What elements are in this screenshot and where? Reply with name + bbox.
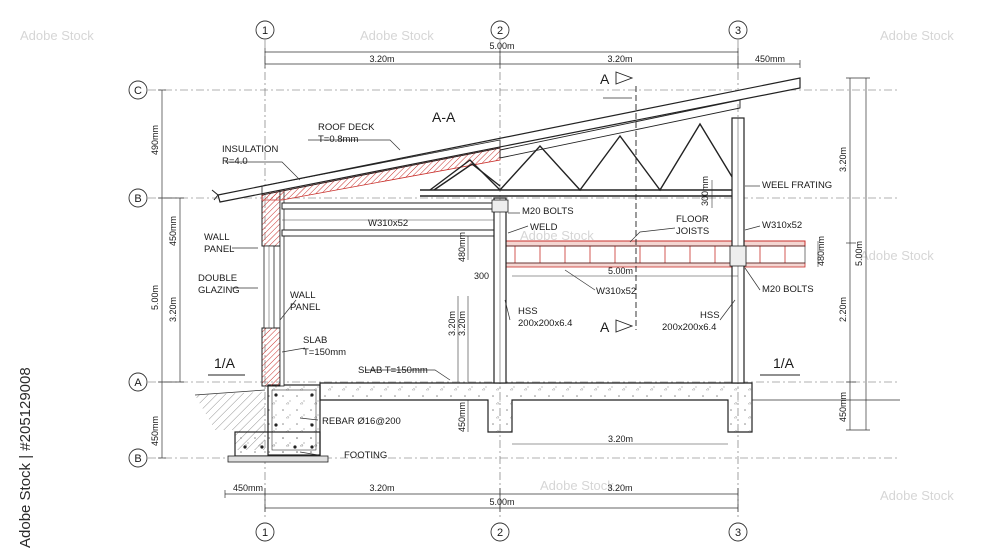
bottom-dimensions: [224, 488, 739, 512]
double-glazing-label: DOUBLE: [198, 273, 237, 284]
dim-top-overhang: 450mm: [755, 54, 785, 64]
hss-right-label: HSS: [700, 310, 720, 321]
insulation-label: INSULATION: [222, 144, 278, 155]
dim-beam-480-right: 480mm: [816, 236, 826, 266]
columns: [491, 117, 747, 384]
weld-label: WELD: [530, 222, 558, 233]
double-glazing-label-2: GLAZING: [198, 285, 240, 296]
m20-bolts-right-label: M20 BOLTS: [762, 284, 814, 295]
watermark-logo: Adobe Stock: [520, 228, 594, 243]
watermark-logo: Adobe Stock: [540, 478, 614, 493]
grid-label-2-top: 2: [497, 25, 503, 37]
watermark-logo: Adobe Stock: [880, 28, 954, 43]
floor-slab-label: SLAB T=150mm: [358, 365, 428, 376]
cut-label-left: 1/A: [214, 355, 236, 371]
grid-label-a: A: [134, 377, 142, 389]
m20-bolts-top-label: M20 BOLTS: [522, 206, 574, 217]
grid-label-3-top: 3: [735, 25, 741, 37]
grid-label-c: C: [134, 85, 142, 97]
watermark-logo: Adobe Stock: [20, 28, 94, 43]
floor-joists: [504, 240, 806, 268]
slab-thickness: T=150mm: [303, 347, 346, 358]
dim-col-320-b: 3.20m: [457, 311, 467, 336]
wall-panel-top-label-2: PANEL: [204, 244, 234, 255]
grid-label-2-bottom: 2: [497, 527, 503, 539]
dim-top-span-2: 3.20m: [607, 54, 632, 64]
grid-label-3-bottom: 3: [735, 527, 741, 539]
dim-foundation-span: 3.20m: [608, 434, 633, 444]
floor-joists-label-2: JOISTS: [676, 226, 709, 237]
weel-framing-label: WEEL FRATING: [762, 180, 832, 191]
watermark-logo: Adobe Stock: [880, 488, 954, 503]
dim-col-320-a: 3.20m: [447, 311, 457, 336]
side-watermark: Adobe Stock | #205129008: [17, 367, 34, 548]
roof-deck-thickness: T=0.8mm: [318, 134, 358, 145]
wall-panel-mid-label-2: PANEL: [290, 302, 320, 313]
dim-joist-span: 5.00m: [608, 266, 633, 276]
dim-slab-450: 450mm: [457, 402, 467, 432]
grid-label-b-bottom: B: [134, 453, 141, 465]
dim-left-450-upper: 450mm: [168, 216, 178, 246]
dim-left-320: 3.20m: [168, 297, 178, 322]
grid-label-1-bottom: 1: [262, 527, 268, 539]
dim-right-450: 450mm: [838, 392, 848, 422]
left-wall: [261, 185, 285, 387]
dim-left-5m: 5.00m: [150, 285, 160, 310]
left-dimensions: [158, 89, 184, 459]
dim-beam-480-left: 480mm: [457, 232, 467, 262]
footing-label: FOOTING: [344, 450, 387, 461]
dim-bottom-span-1: 3.20m: [369, 483, 394, 493]
annotations: A-A A A 1/A 1/A ROOF DECK T=0.8mm INSULA…: [198, 71, 832, 461]
truss: [420, 122, 741, 197]
grid-bubbles: [128, 20, 748, 542]
section-marks: [208, 71, 800, 376]
floor-slab: [319, 382, 900, 433]
watermark-logo: Adobe Stock: [360, 28, 434, 43]
footing: [227, 384, 329, 463]
grid-label-1-top: 1: [262, 25, 268, 37]
hss-left-label: HSS: [518, 306, 538, 317]
insulation-rating: R=4.0: [222, 156, 248, 167]
watermark-logo: Adobe Stock: [860, 248, 934, 263]
cut-label-right: 1/A: [773, 355, 795, 371]
wall-panel-top-label: WALL: [204, 232, 230, 243]
hss-left-size: 200x200x6.4: [518, 318, 572, 329]
dim-top-total: 5.00m: [489, 41, 514, 51]
dim-right-320: 3.20m: [838, 147, 848, 172]
hss-right-size: 200x200x6.4: [662, 322, 716, 333]
watermark-logos: Adobe Stock Adobe Stock Adobe Stock Adob…: [20, 28, 954, 503]
section-title: A-A: [432, 109, 456, 125]
roof: [211, 77, 801, 203]
dim-left-490: 490mm: [150, 125, 160, 155]
grid-label-b-top: B: [134, 193, 141, 205]
dim-right-220: 2.20m: [838, 297, 848, 322]
dim-left-450-lower: 450mm: [150, 416, 160, 446]
leader-lines: [225, 97, 761, 456]
dim-bottom-span-2: 3.20m: [607, 483, 632, 493]
roof-deck-label: ROOF DECK: [318, 122, 375, 133]
dim-bottom-total: 5.00m: [489, 497, 514, 507]
beam-main-label: W310x52: [368, 218, 408, 229]
dim-bottom-overhang: 450mm: [233, 483, 263, 493]
wall-panel-mid-label: WALL: [290, 290, 316, 301]
floor-joists-label: FLOOR: [676, 214, 709, 225]
top-dimensions: [264, 48, 801, 68]
rebar-label: REBAR Ø16@200: [322, 416, 401, 427]
dim-truss-300: 300mm: [700, 176, 710, 206]
section-mark-mid: A: [600, 319, 610, 335]
dim-right-5m: 5.00m: [854, 241, 864, 266]
right-dimensions: [846, 77, 870, 431]
dim-top-span-1: 3.20m: [369, 54, 394, 64]
section-mark-top: A: [600, 71, 610, 87]
interior-dims: [457, 180, 819, 445]
slab-label: SLAB: [303, 335, 327, 346]
beam-right-label: W310x52: [762, 220, 802, 231]
beam-lower-label: W310x52: [596, 286, 636, 297]
dim-small-300: 300: [474, 271, 489, 281]
